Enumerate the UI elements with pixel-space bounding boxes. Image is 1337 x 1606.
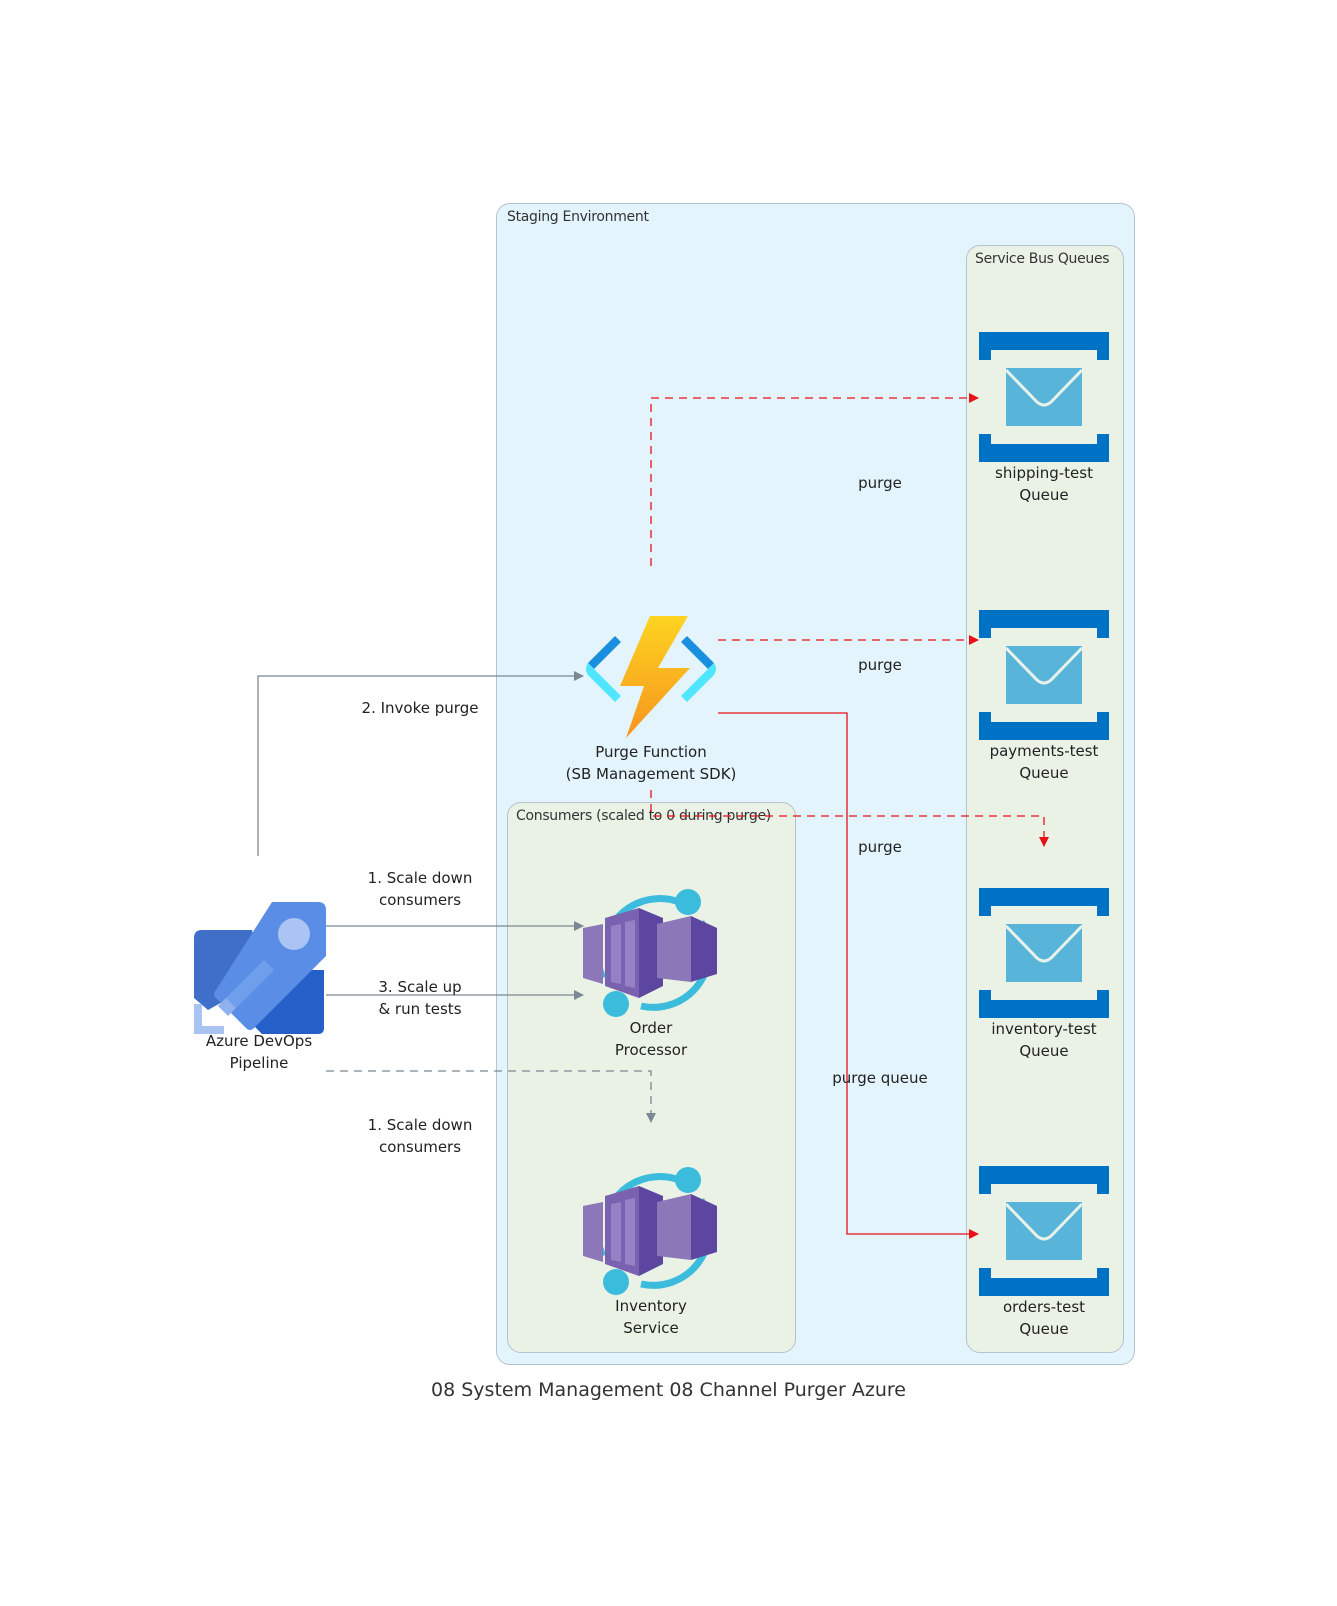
edge-label-purge-orders: purge queue (832, 1069, 928, 1087)
shipping-test-queue-label: shipping-test Queue (995, 464, 1093, 504)
azure-function-icon (586, 616, 716, 738)
orders-test-queue-node[interactable]: orders-test Queue (977, 1164, 1111, 1338)
edge-label-purge-shipping: purge (858, 474, 902, 492)
inventory-test-queue-label: inventory-test Queue (991, 1020, 1097, 1060)
orders-test-queue-label: orders-test Queue (1002, 1298, 1086, 1338)
service-bus-queue-icon (979, 888, 1109, 1018)
edge-label-purge-inventory: purge (858, 838, 902, 856)
diagram-title: 08 System Management 08 Channel Purger A… (431, 1379, 906, 1401)
service-bus-queues-label: Service Bus Queues (975, 251, 1110, 267)
service-bus-queue-icon (979, 1166, 1109, 1296)
inventory-service-node[interactable]: Inventory Service (583, 1166, 719, 1337)
edge-label-purge-payments: purge (858, 656, 902, 674)
order-processor-node[interactable]: Order Processor (583, 888, 719, 1059)
edge-label-scale-up-order: 3. Scale up & run tests (378, 978, 462, 1018)
container-apps-icon (583, 1167, 717, 1295)
service-bus-queue-icon (979, 332, 1109, 462)
pipeline-label: Azure DevOps Pipeline (205, 1032, 313, 1072)
inventory-service-label: Inventory Service (615, 1297, 687, 1337)
edge-label-invoke-purge: 2. Invoke purge (361, 699, 479, 717)
azure-devops-pipeline-node[interactable]: Azure DevOps Pipeline (192, 900, 326, 1072)
payments-test-queue-node[interactable]: payments-test Queue (977, 608, 1111, 782)
payments-test-queue-label: payments-test Queue (989, 742, 1099, 782)
container-apps-icon (583, 889, 717, 1017)
edge-label-scale-down-order: 1. Scale down consumers (367, 869, 473, 909)
azure-devops-pipelines-icon (194, 902, 326, 1034)
shipping-test-queue-node[interactable]: shipping-test Queue (977, 330, 1111, 504)
staging-environment-label: Staging Environment (507, 209, 649, 225)
order-processor-label: Order Processor (614, 1019, 688, 1059)
purge-function-label: Purge Function (SB Management SDK) (565, 743, 737, 783)
inventory-test-queue-node[interactable]: inventory-test Queue (977, 886, 1111, 1060)
purge-function-node[interactable]: Purge Function (SB Management SDK) (566, 616, 736, 783)
consumers-label: Consumers (scaled to 0 during purge) (516, 808, 771, 824)
service-bus-queue-icon (979, 610, 1109, 740)
edge-label-scale-down-inventory: 1. Scale down consumers (367, 1116, 473, 1156)
